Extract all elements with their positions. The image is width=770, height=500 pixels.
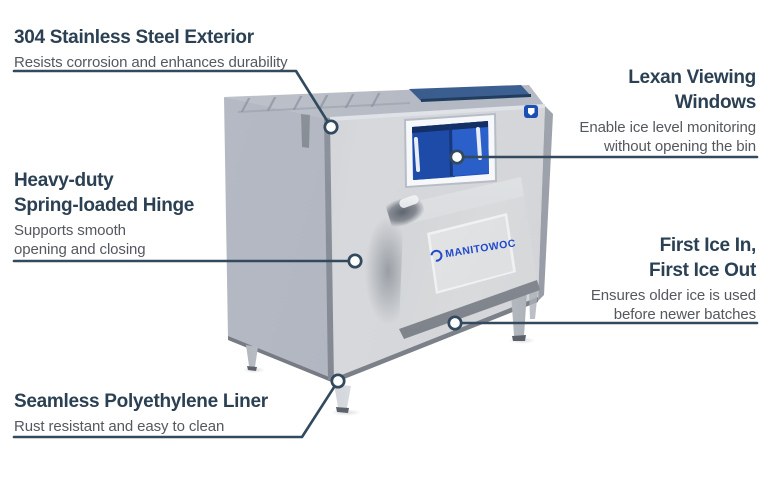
callout-title: Lexan Viewing Windows <box>579 65 756 115</box>
callout-description: Supports smooth opening and closing <box>14 221 194 259</box>
callout-title: Seamless Polyethylene Liner <box>14 389 268 414</box>
callout-description: Enable ice level monitoring without open… <box>579 118 756 156</box>
callout-title-line: First Ice Out <box>649 260 756 281</box>
callout-polyethylene-liner: Seamless Polyethylene Liner Rust resista… <box>14 389 268 436</box>
callout-desc-line: Supports smooth <box>14 222 126 239</box>
callout-dot-hinge <box>347 253 363 269</box>
callout-title-line: 304 Stainless Steel Exterior <box>14 27 254 48</box>
callout-title: First Ice In, First Ice Out <box>591 233 756 283</box>
callout-title-line: Heavy-duty <box>14 170 114 191</box>
callout-title-line: First Ice In, <box>659 235 757 256</box>
callout-lexan-viewing-windows: Lexan Viewing Windows Enable ice level m… <box>579 65 756 156</box>
callout-desc-line: opening and closing <box>14 241 146 258</box>
callout-title-line: Lexan Viewing <box>628 67 756 88</box>
callout-desc-line: Enable ice level monitoring <box>579 119 756 136</box>
callout-title-line: Spring-loaded Hinge <box>14 195 195 216</box>
callout-dot-windows <box>449 149 465 165</box>
callout-desc-line: Rust resistant and easy to clean <box>14 418 225 435</box>
callout-title: Heavy-duty Spring-loaded Hinge <box>14 168 194 218</box>
callout-description: Rust resistant and easy to clean <box>14 417 268 436</box>
callout-desc-line: Resists corrosion and enhances durabilit… <box>14 54 288 71</box>
callout-title-line: Windows <box>674 92 756 113</box>
callout-spring-loaded-hinge: Heavy-duty Spring-loaded Hinge Supports … <box>14 168 194 259</box>
callout-dot-liner <box>330 373 346 389</box>
callout-title-line: Seamless Polyethylene Liner <box>14 391 268 412</box>
callout-first-ice-in-first-ice-out: First Ice In, First Ice Out Ensures olde… <box>591 233 756 324</box>
callout-title: 304 Stainless Steel Exterior <box>14 25 288 50</box>
callout-stainless-steel-exterior: 304 Stainless Steel Exterior Resists cor… <box>14 25 288 72</box>
callout-desc-line: before newer batches <box>613 306 756 323</box>
callout-desc-line: Ensures older ice is used <box>590 287 756 304</box>
connector-line-liner <box>12 379 340 439</box>
manitowoc-shield-badge-icon <box>524 105 538 118</box>
connector-line-stainless <box>12 69 333 129</box>
callout-description: Ensures older ice is used before newer b… <box>591 286 756 324</box>
callout-dot-stainless <box>323 119 339 135</box>
callout-description: Resists corrosion and enhances durabilit… <box>14 53 288 72</box>
callout-dot-fifo <box>447 315 463 331</box>
callout-desc-line: without opening the bin <box>604 138 756 155</box>
